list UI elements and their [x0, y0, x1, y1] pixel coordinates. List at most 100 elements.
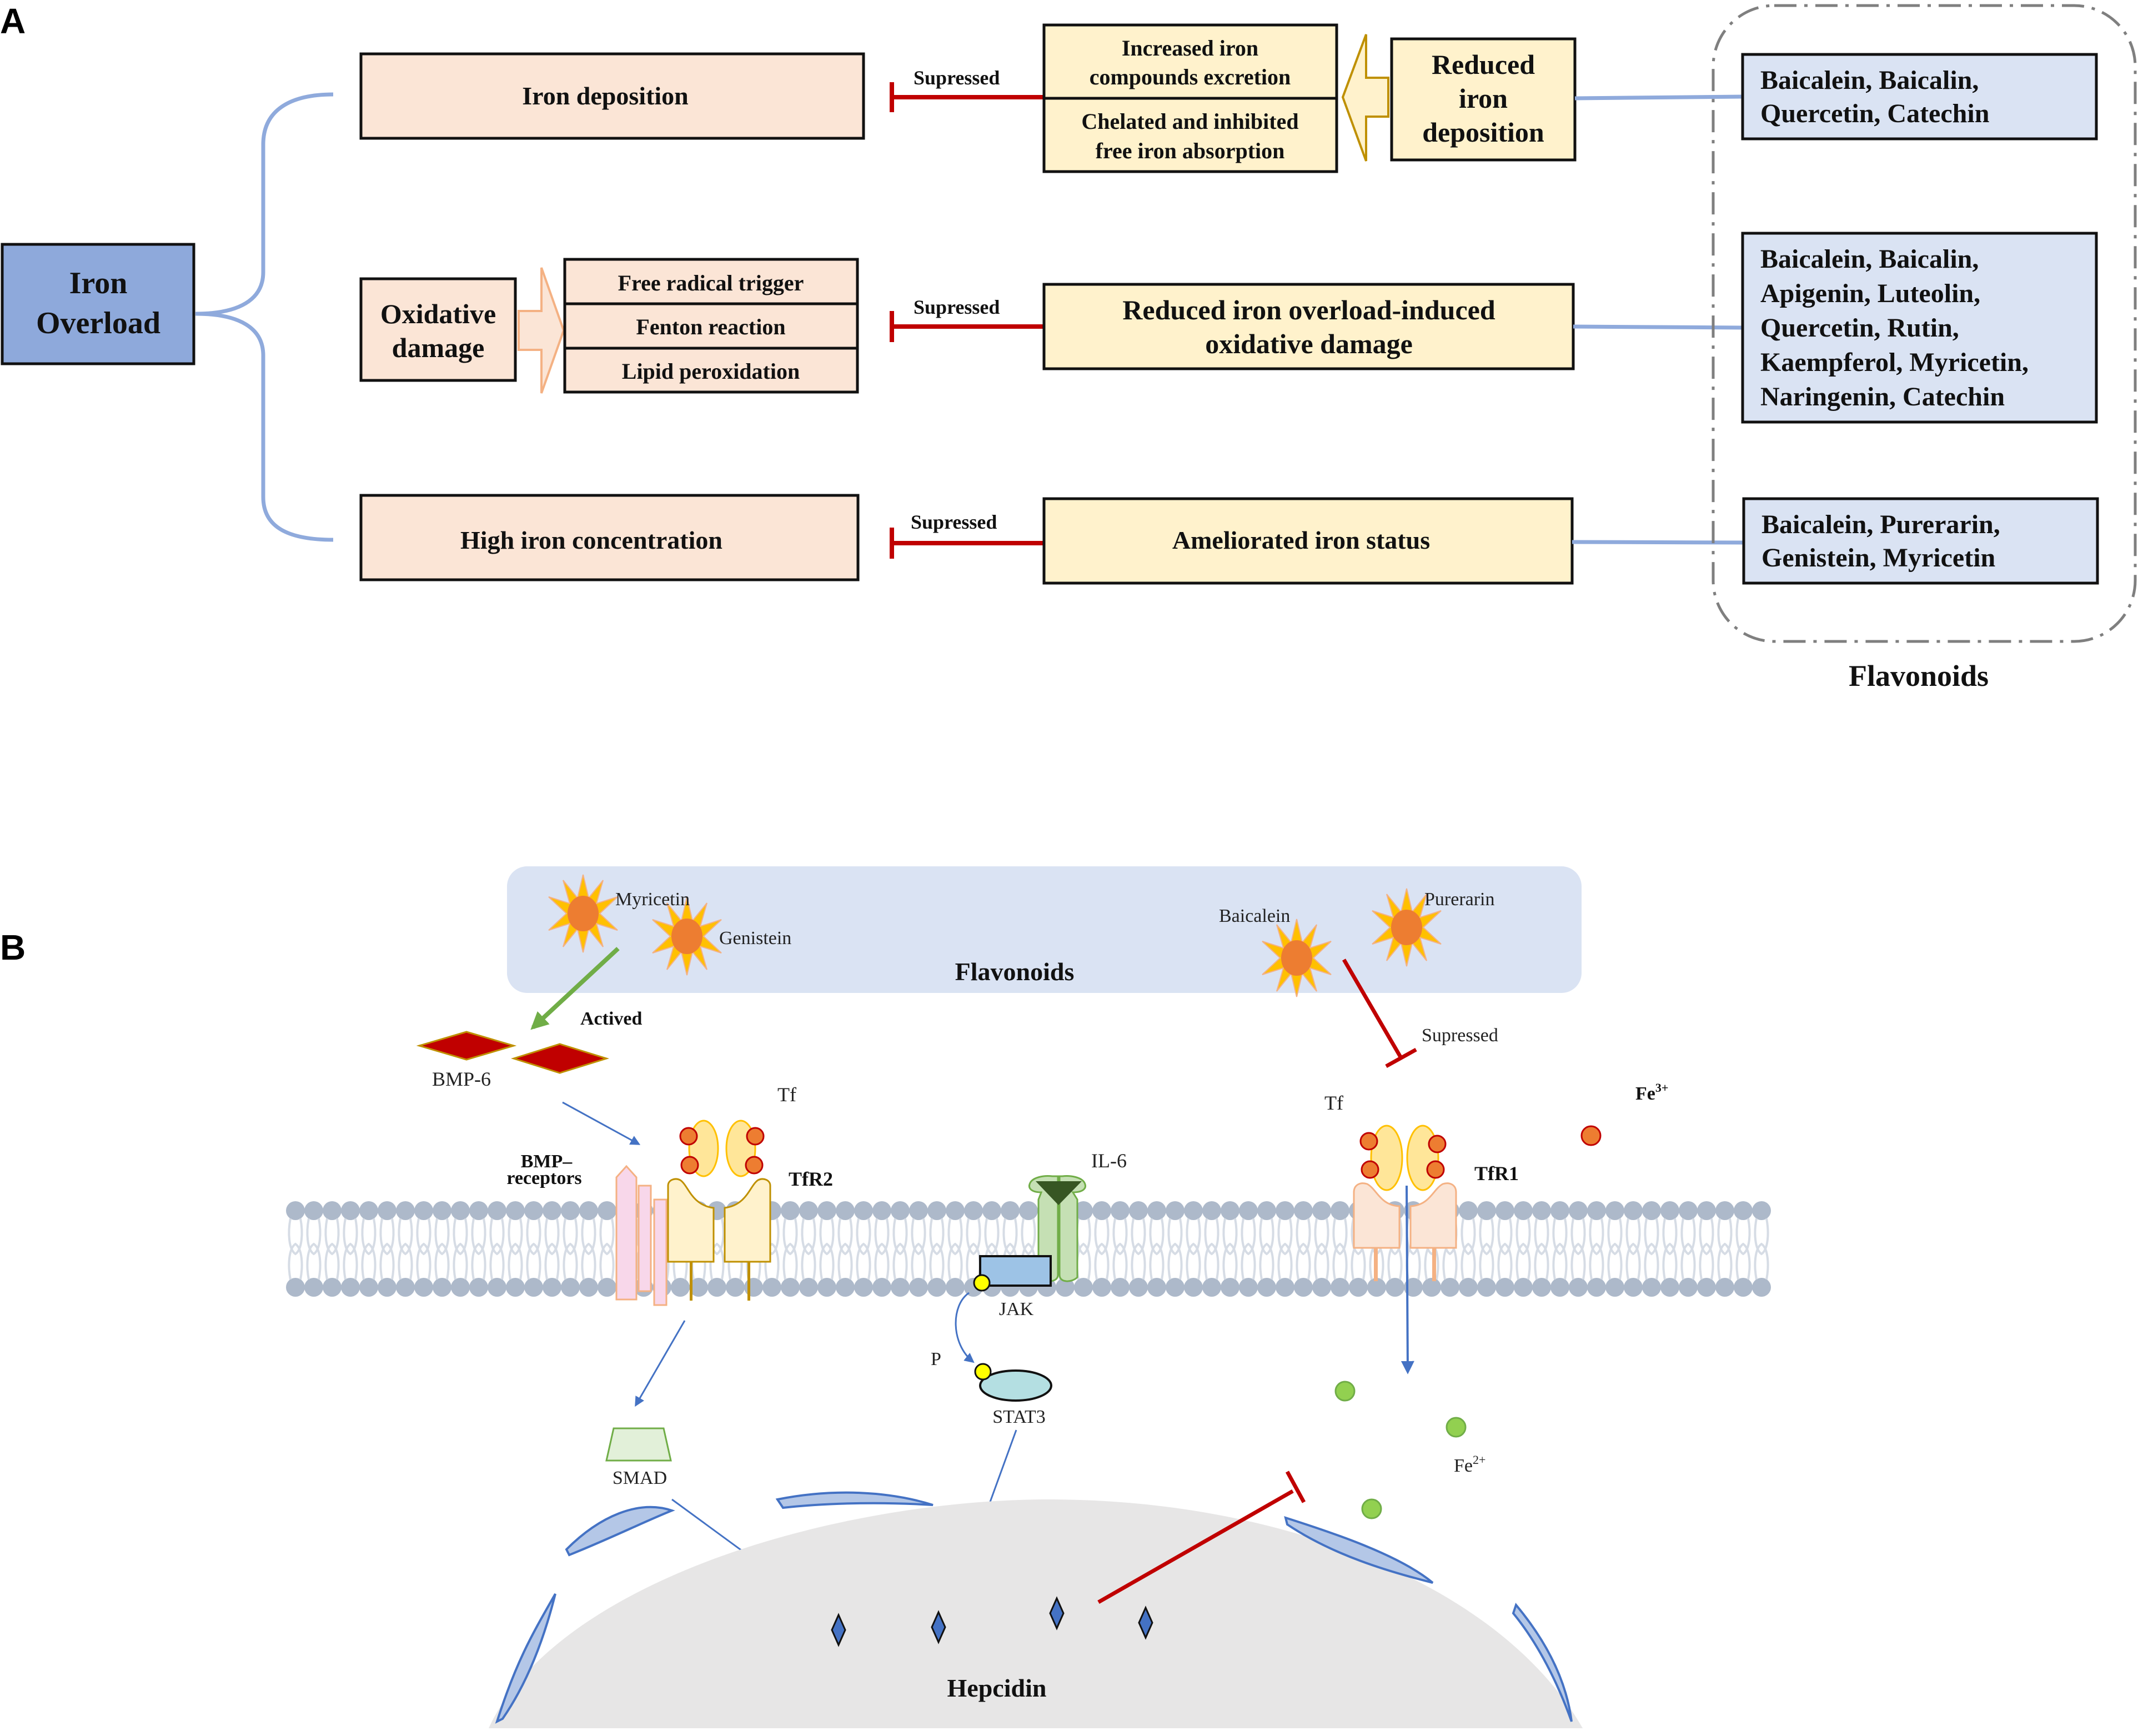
- lipid-head-inner: [578, 1243, 599, 1298]
- tfr2-receptor: [667, 1178, 771, 1301]
- lipid-head-inner: [1238, 1243, 1259, 1298]
- lipid-head-outer: [1311, 1200, 1332, 1255]
- effect-chelated-line2: free iron absorption: [1096, 138, 1285, 163]
- lipid-head-outer: [1476, 1200, 1497, 1255]
- lipid-head-outer: [798, 1200, 819, 1255]
- panel-a-label: A: [0, 1, 26, 41]
- lipid-head-outer: [835, 1200, 856, 1255]
- lipid-head-outer: [560, 1200, 581, 1255]
- bmp6-diamond-icon: [416, 1031, 517, 1061]
- flavonoids-row2-line3: Quercetin, Rutin,: [1760, 313, 1959, 343]
- lipid-head-inner: [1513, 1243, 1534, 1298]
- lipid-head-inner: [853, 1243, 874, 1298]
- bmp-receptors-line1: BMP–: [521, 1151, 573, 1172]
- lipid-head-outer: [1238, 1200, 1259, 1255]
- lipid-head-inner: [1641, 1243, 1662, 1298]
- lipid-head-outer: [816, 1200, 837, 1255]
- lipid-head-outer: [1604, 1200, 1625, 1255]
- flavonoids-box-title: Flavonoids: [955, 957, 1075, 986]
- lipid-head-outer: [431, 1200, 453, 1255]
- lipid-head-outer: [468, 1200, 489, 1255]
- lipid-head-outer: [1513, 1200, 1534, 1255]
- left-block-arrow-icon: [1341, 34, 1389, 162]
- lipid-head-outer: [523, 1200, 544, 1255]
- inhibition-arrow-row1: Supressed: [890, 67, 1044, 112]
- bmp-receptor-complex: [615, 1165, 668, 1306]
- fe2-label-sup: 2+: [1473, 1453, 1485, 1467]
- lipid-head-inner: [1293, 1243, 1314, 1298]
- il6-ligand-icon: [1036, 1181, 1082, 1205]
- cause-oxidative-damage: Oxidative damage: [359, 277, 517, 382]
- flavonoids-row3-line1: Baicalein, Purerarin,: [1761, 510, 2000, 539]
- lipid-head-outer: [1494, 1200, 1515, 1255]
- hepcidin-diamond-icon: [1138, 1605, 1153, 1640]
- lipid-head-inner: [523, 1243, 544, 1298]
- fe2-ion-icon: [1446, 1417, 1467, 1438]
- lipid-head-inner: [340, 1243, 361, 1298]
- lipid-head-inner: [303, 1243, 324, 1298]
- lipid-head-outer: [1678, 1200, 1699, 1255]
- lipid-head-inner: [541, 1243, 563, 1298]
- p-label: P: [931, 1349, 941, 1369]
- flavonoids-row1-line1: Baicalein, Baicalin,: [1760, 66, 1979, 95]
- lipid-head-outer: [578, 1200, 599, 1255]
- lipid-head-outer: [926, 1200, 947, 1255]
- lipid-head-inner: [1183, 1243, 1204, 1298]
- hepcidin-diamond-icon: [1049, 1596, 1065, 1630]
- lipid-head-inner: [1146, 1243, 1167, 1298]
- lipid-head-outer: [853, 1200, 874, 1255]
- lipid-head-outer: [1641, 1200, 1662, 1255]
- stat3-icon: [979, 1369, 1052, 1402]
- lipid-head-inner: [1696, 1243, 1717, 1298]
- lipid-head-outer: [1696, 1200, 1717, 1255]
- lipid-head-outer: [541, 1200, 563, 1255]
- lipid-head-outer: [780, 1200, 801, 1255]
- activation-arrow: [530, 947, 620, 1030]
- lipid-head-outer: [1274, 1200, 1296, 1255]
- purerarin-label: Purerarin: [1424, 889, 1495, 910]
- flavonoids-row2-line1: Baicalein, Baicalin,: [1760, 244, 1979, 274]
- lipid-head-inner: [945, 1243, 966, 1298]
- lipid-head-inner: [1128, 1243, 1149, 1298]
- stat3-label: STAT3: [992, 1407, 1046, 1427]
- lipid-head-inner: [890, 1243, 911, 1298]
- mechanism-lipid-peroxidation: Lipid peroxidation: [622, 359, 800, 384]
- smad-icon: [605, 1427, 672, 1462]
- lipid-head-outer: [963, 1200, 984, 1255]
- lipid-head-outer: [1018, 1200, 1039, 1255]
- lipid-head-outer: [285, 1200, 306, 1255]
- lipid-head-outer: [322, 1200, 343, 1255]
- outcome-row2-line2: oxidative damage: [1205, 328, 1413, 359]
- panel-b-label: B: [0, 927, 26, 967]
- lipid-head-outer: [1183, 1200, 1204, 1255]
- lipid-head-outer: [1659, 1200, 1680, 1255]
- lipid-head-outer: [1128, 1200, 1149, 1255]
- fe3-label-base: Fe: [1635, 1083, 1655, 1104]
- iron-uptake-arrow: [1401, 1185, 1414, 1374]
- lipid-head-inner: [1421, 1243, 1442, 1298]
- lipid-head-outer: [1623, 1200, 1644, 1255]
- lipid-head-outer: [1751, 1200, 1772, 1255]
- lipid-head-inner: [1678, 1243, 1699, 1298]
- lipid-head-outer: [1146, 1200, 1167, 1255]
- lipid-head-inner: [1384, 1243, 1406, 1298]
- lipid-head-inner: [1623, 1243, 1644, 1298]
- lipid-head-inner: [285, 1243, 306, 1298]
- bmp6-label: BMP-6: [432, 1068, 491, 1090]
- lipid-head-inner: [908, 1243, 929, 1298]
- outcome-row3-label: Ameliorated iron status: [1172, 526, 1430, 554]
- lipid-head-inner: [1549, 1243, 1570, 1298]
- lipid-head-inner: [560, 1243, 581, 1298]
- flavonoids-box-row3: Baicalein, Purerarin, Genistein, Myricet…: [1742, 497, 2099, 585]
- myricetin-label: Myricetin: [615, 889, 690, 910]
- lipid-head-inner: [596, 1243, 618, 1298]
- phosphate-icon: [973, 1274, 991, 1292]
- lipid-head-outer: [1531, 1200, 1552, 1255]
- lipid-head-inner: [395, 1243, 416, 1298]
- lipid-head-inner: [816, 1243, 837, 1298]
- effect-excretion-line2: compounds excretion: [1090, 64, 1291, 89]
- lipid-head-inner: [358, 1243, 379, 1298]
- lipid-head-inner: [505, 1243, 526, 1298]
- cause-high-iron-label: High iron concentration: [460, 526, 722, 554]
